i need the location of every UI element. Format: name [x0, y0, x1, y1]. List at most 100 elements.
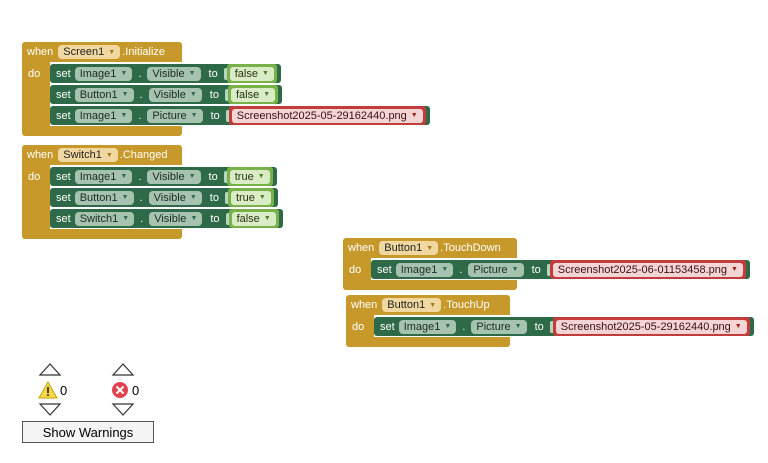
- warning-prev-arrow-icon[interactable]: [38, 362, 62, 376]
- set-label: set: [56, 191, 71, 204]
- event-header[interactable]: when Button1▼ .TouchUp: [346, 295, 510, 315]
- set-label: set: [56, 170, 71, 183]
- chevron-down-icon: ▼: [263, 91, 271, 98]
- show-warnings-button[interactable]: Show Warnings: [22, 421, 154, 443]
- event-block-switch1-changed[interactable]: when Switch1▼ .Changed do set Image1▼ . …: [22, 145, 292, 243]
- chevron-down-icon: ▼: [410, 112, 418, 119]
- chevron-down-icon: ▼: [190, 215, 198, 222]
- event-block-button1-touchup[interactable]: when Button1▼ .TouchUp do set Image1▼ . …: [346, 295, 766, 347]
- component-dropdown[interactable]: Button1▼: [74, 87, 134, 102]
- chevron-down-icon: ▼: [120, 70, 128, 77]
- dot-label: .: [139, 191, 143, 204]
- boolean-block[interactable]: false▼: [227, 85, 279, 104]
- property-dropdown[interactable]: Visible▼: [147, 66, 201, 81]
- chevron-down-icon: ▼: [105, 151, 113, 159]
- dot-label: .: [138, 67, 142, 80]
- set-statement[interactable]: set Image1▼ . Visible▼ to false▼: [50, 64, 281, 83]
- value-socket: [225, 212, 230, 225]
- property-dropdown[interactable]: Visible▼: [147, 169, 201, 184]
- component-dropdown[interactable]: Switch1▼: [58, 148, 118, 162]
- error-prev-arrow-icon[interactable]: [111, 362, 135, 376]
- set-label: set: [56, 212, 71, 225]
- value-socket: [224, 191, 229, 204]
- chevron-down-icon: ▼: [120, 173, 128, 180]
- set-statement[interactable]: set Button1▼ . Visible▼ to false▼: [50, 85, 283, 104]
- event-name: .Changed: [119, 149, 168, 161]
- do-bar: do: [22, 62, 50, 126]
- component-dropdown[interactable]: Image1▼: [395, 262, 454, 277]
- do-bar: do: [22, 165, 50, 229]
- component-dropdown[interactable]: Button1▼: [74, 190, 134, 205]
- text-block[interactable]: Screenshot2025-06-01153458.png▼: [549, 260, 746, 279]
- property-dropdown[interactable]: Picture▼: [147, 108, 203, 123]
- set-statement[interactable]: set Switch1▼ . Visible▼ to false▼: [50, 209, 283, 228]
- component-dropdown[interactable]: Image1▼: [398, 319, 457, 334]
- boolean-block[interactable]: true▼: [226, 167, 273, 186]
- to-label: to: [534, 320, 544, 333]
- warning-next-arrow-icon[interactable]: [38, 403, 62, 417]
- event-header[interactable]: when Button1▼ .TouchDown: [343, 238, 517, 258]
- component-dropdown[interactable]: Switch1▼: [74, 211, 135, 226]
- text-block[interactable]: Screenshot2025-05-29162440.png▼: [552, 317, 750, 336]
- do-label: do: [349, 264, 362, 276]
- value-socket: [223, 170, 228, 183]
- property-dropdown[interactable]: Visible▼: [148, 87, 202, 102]
- property-dropdown[interactable]: Visible▼: [148, 190, 202, 205]
- value-socket: [549, 320, 554, 333]
- event-header[interactable]: when Screen1▼ .Initialize: [22, 42, 182, 62]
- set-label: set: [56, 88, 71, 101]
- event-header[interactable]: when Switch1▼ .Changed: [22, 145, 182, 165]
- event-block-button1-touchdown[interactable]: when Button1▼ .TouchDown do set Image1▼ …: [343, 238, 763, 290]
- warning-count: 0: [60, 382, 68, 398]
- component-dropdown[interactable]: Button1▼: [379, 241, 439, 255]
- chevron-down-icon: ▼: [120, 112, 128, 119]
- dot-label: .: [138, 170, 142, 183]
- to-label: to: [209, 88, 219, 101]
- property-dropdown[interactable]: Picture▼: [471, 319, 527, 334]
- event-footer: [22, 229, 182, 239]
- set-label: set: [377, 263, 392, 276]
- chevron-down-icon: ▼: [261, 70, 269, 77]
- do-label: do: [28, 171, 41, 183]
- property-dropdown[interactable]: Picture▼: [468, 262, 524, 277]
- component-dropdown[interactable]: Image1▼: [74, 66, 133, 81]
- when-label: when: [351, 299, 378, 311]
- to-label: to: [208, 170, 218, 183]
- when-label: when: [348, 242, 375, 254]
- set-statement[interactable]: set Image1▼ . Picture▼ to Screenshot2025…: [50, 106, 430, 125]
- chevron-down-icon: ▼: [257, 173, 265, 180]
- set-statement[interactable]: set Image1▼ . Picture▼ to Screenshot2025…: [374, 317, 754, 336]
- event-footer: [22, 126, 182, 136]
- component-dropdown[interactable]: Image1▼: [74, 108, 133, 123]
- error-next-arrow-icon[interactable]: [111, 403, 135, 417]
- chevron-down-icon: ▼: [188, 70, 196, 77]
- set-statement[interactable]: set Image1▼ . Picture▼ to Screenshot2025…: [371, 260, 750, 279]
- component-dropdown[interactable]: Button1▼: [382, 298, 442, 312]
- property-dropdown[interactable]: Visible▼: [149, 211, 203, 226]
- chevron-down-icon: ▼: [121, 194, 129, 201]
- boolean-block[interactable]: false▼: [228, 209, 279, 228]
- event-block-screen1-initialize[interactable]: when Screen1▼ .Initialize do set Image1▼…: [22, 42, 442, 140]
- set-statement[interactable]: set Image1▼ . Visible▼ to true▼: [50, 167, 277, 186]
- chevron-down-icon: ▼: [444, 323, 452, 330]
- chevron-down-icon: ▼: [734, 323, 742, 330]
- component-dropdown[interactable]: Image1▼: [74, 169, 133, 184]
- dot-label: .: [138, 109, 142, 122]
- text-block[interactable]: Screenshot2025-05-29162440.png▼: [228, 106, 426, 125]
- boolean-block[interactable]: true▼: [227, 188, 274, 207]
- event-name: .TouchDown: [440, 242, 501, 254]
- chevron-down-icon: ▼: [189, 91, 197, 98]
- to-label: to: [208, 67, 218, 80]
- set-statement[interactable]: set Button1▼ . Visible▼ to true▼: [50, 188, 278, 207]
- error-count: 0: [132, 382, 140, 398]
- chevron-down-icon: ▼: [511, 266, 519, 273]
- event-name: .Initialize: [122, 46, 166, 58]
- error-counter: 0: [110, 381, 139, 399]
- set-label: set: [56, 109, 71, 122]
- dot-label: .: [462, 320, 466, 333]
- boolean-block[interactable]: false▼: [226, 64, 277, 83]
- chevron-down-icon: ▼: [122, 215, 130, 222]
- do-bar: do: [346, 315, 374, 337]
- value-socket: [224, 88, 229, 101]
- component-dropdown[interactable]: Screen1▼: [58, 45, 121, 59]
